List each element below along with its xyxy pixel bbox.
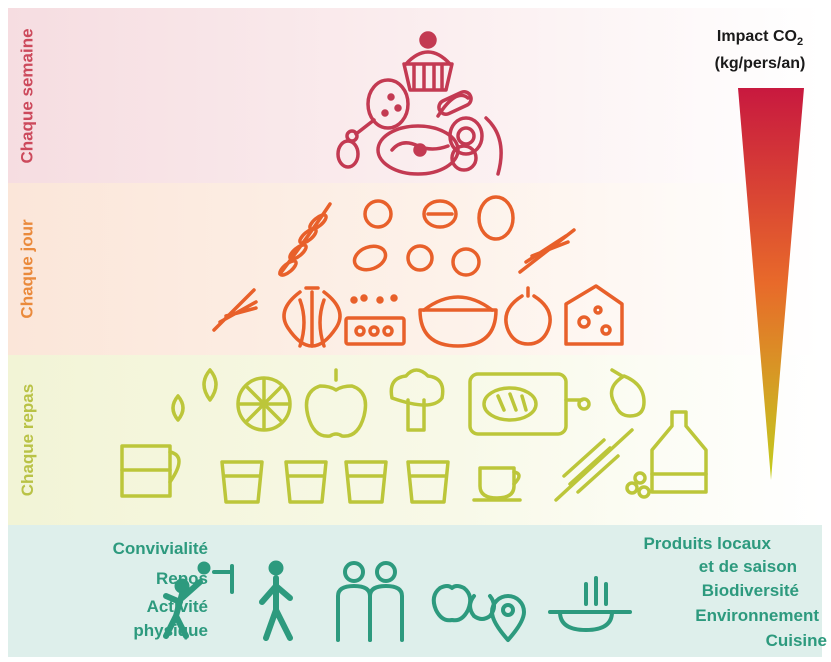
glass-icon [406,460,450,504]
base-label-environment: Environnement [695,606,819,625]
two-people-icon [336,561,404,642]
base-label-activity: Activité [146,597,208,616]
base-label-rest: Repos [156,569,208,588]
steak-icon [376,124,460,176]
nut-icon [363,199,393,229]
onion-icon [282,286,342,348]
base-label-cooking: Cuisine [765,631,827,650]
cheese-icon [564,284,624,346]
impact-co2-title: Impact CO2 (kg/pers/an) [714,28,806,73]
cupcake-icon [402,31,454,92]
glass-icon [220,460,264,504]
band-lifestyle-base [8,525,822,657]
sausage-icon [436,90,473,118]
grain-icon [278,202,332,277]
base-label-physical: physique [133,621,208,640]
co2-impact-wedge [738,88,804,480]
strawberry-icon [171,368,218,422]
bread-board-icon [468,372,591,436]
pear-icon [609,368,646,418]
almond-icon [352,244,388,272]
broccoli-icon [389,368,445,432]
water-jug-icon [120,444,181,498]
basketball-player-icon [163,561,234,639]
drumstick-icon [345,78,410,143]
base-label-seasonal: et de saison [698,557,797,576]
tea-cup-icon [472,466,522,502]
lemon-icon [236,376,292,432]
leaf-icon [518,228,576,274]
tofu-icon [344,294,406,346]
egg-icon [336,139,360,169]
apple-icon [304,368,368,438]
walking-person-icon [259,560,293,641]
glass-icon [344,460,388,504]
glass-icon [284,460,328,504]
base-label-local-products: Produits locaux [643,534,771,553]
salami-icon [448,116,503,176]
fruits-location-icon [431,584,526,642]
wheat-icon [554,428,634,502]
oil-bottle-icon [625,410,708,499]
leaf-icon [212,288,258,332]
rice-bowl-icon [418,295,498,348]
base-label-biodiversity: Biodiversité [701,581,799,600]
base-label-conviviality: Convivialité [112,539,208,558]
egg-icon [477,195,515,241]
cooking-pan-icon [548,576,632,632]
walnut-icon [422,199,458,229]
garlic-icon [504,286,552,346]
hazelnut-icon [406,244,481,277]
